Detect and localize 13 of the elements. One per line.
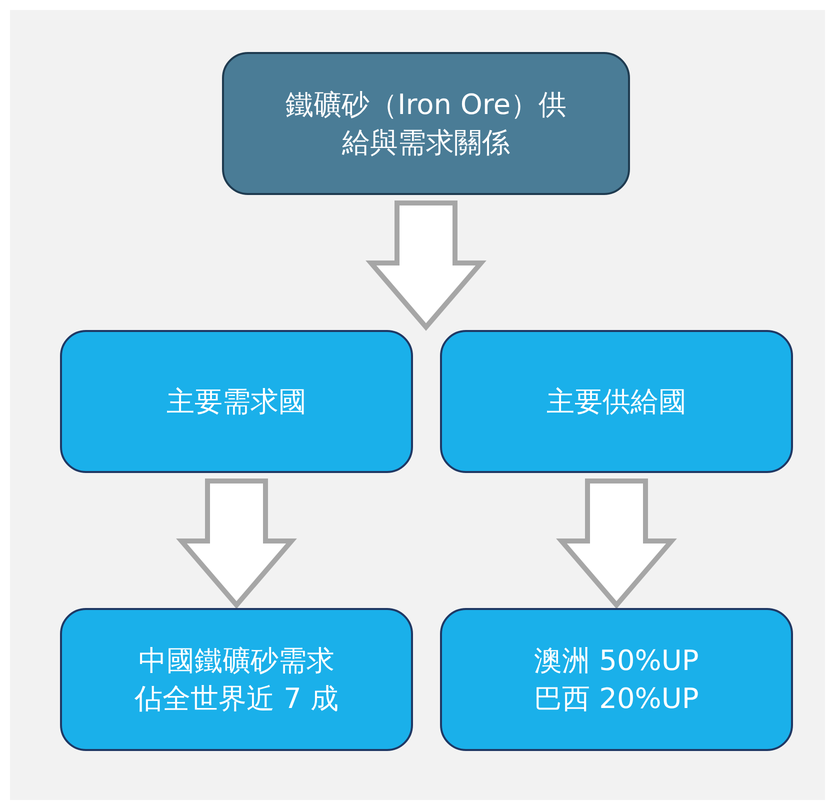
node-label: 中國鐵礦砂需求佔全世界近 7 成: [134, 642, 340, 716]
node-label: 鐵礦砂（Iron Ore）供給與需求關係: [284, 86, 568, 160]
process-box: [440, 608, 793, 751]
block-arrow: [176, 478, 297, 609]
block-arrow: [366, 200, 486, 331]
node-label: 澳洲 50%UP 巴西 20%UP: [533, 642, 700, 716]
process-box: [60, 330, 413, 473]
process-box: [60, 608, 413, 751]
process-box: [440, 330, 793, 473]
node-label: 主要需求國: [166, 384, 306, 420]
title-box: [222, 52, 630, 195]
block-arrow: [556, 478, 677, 609]
node-label: 主要供給國: [546, 384, 686, 420]
